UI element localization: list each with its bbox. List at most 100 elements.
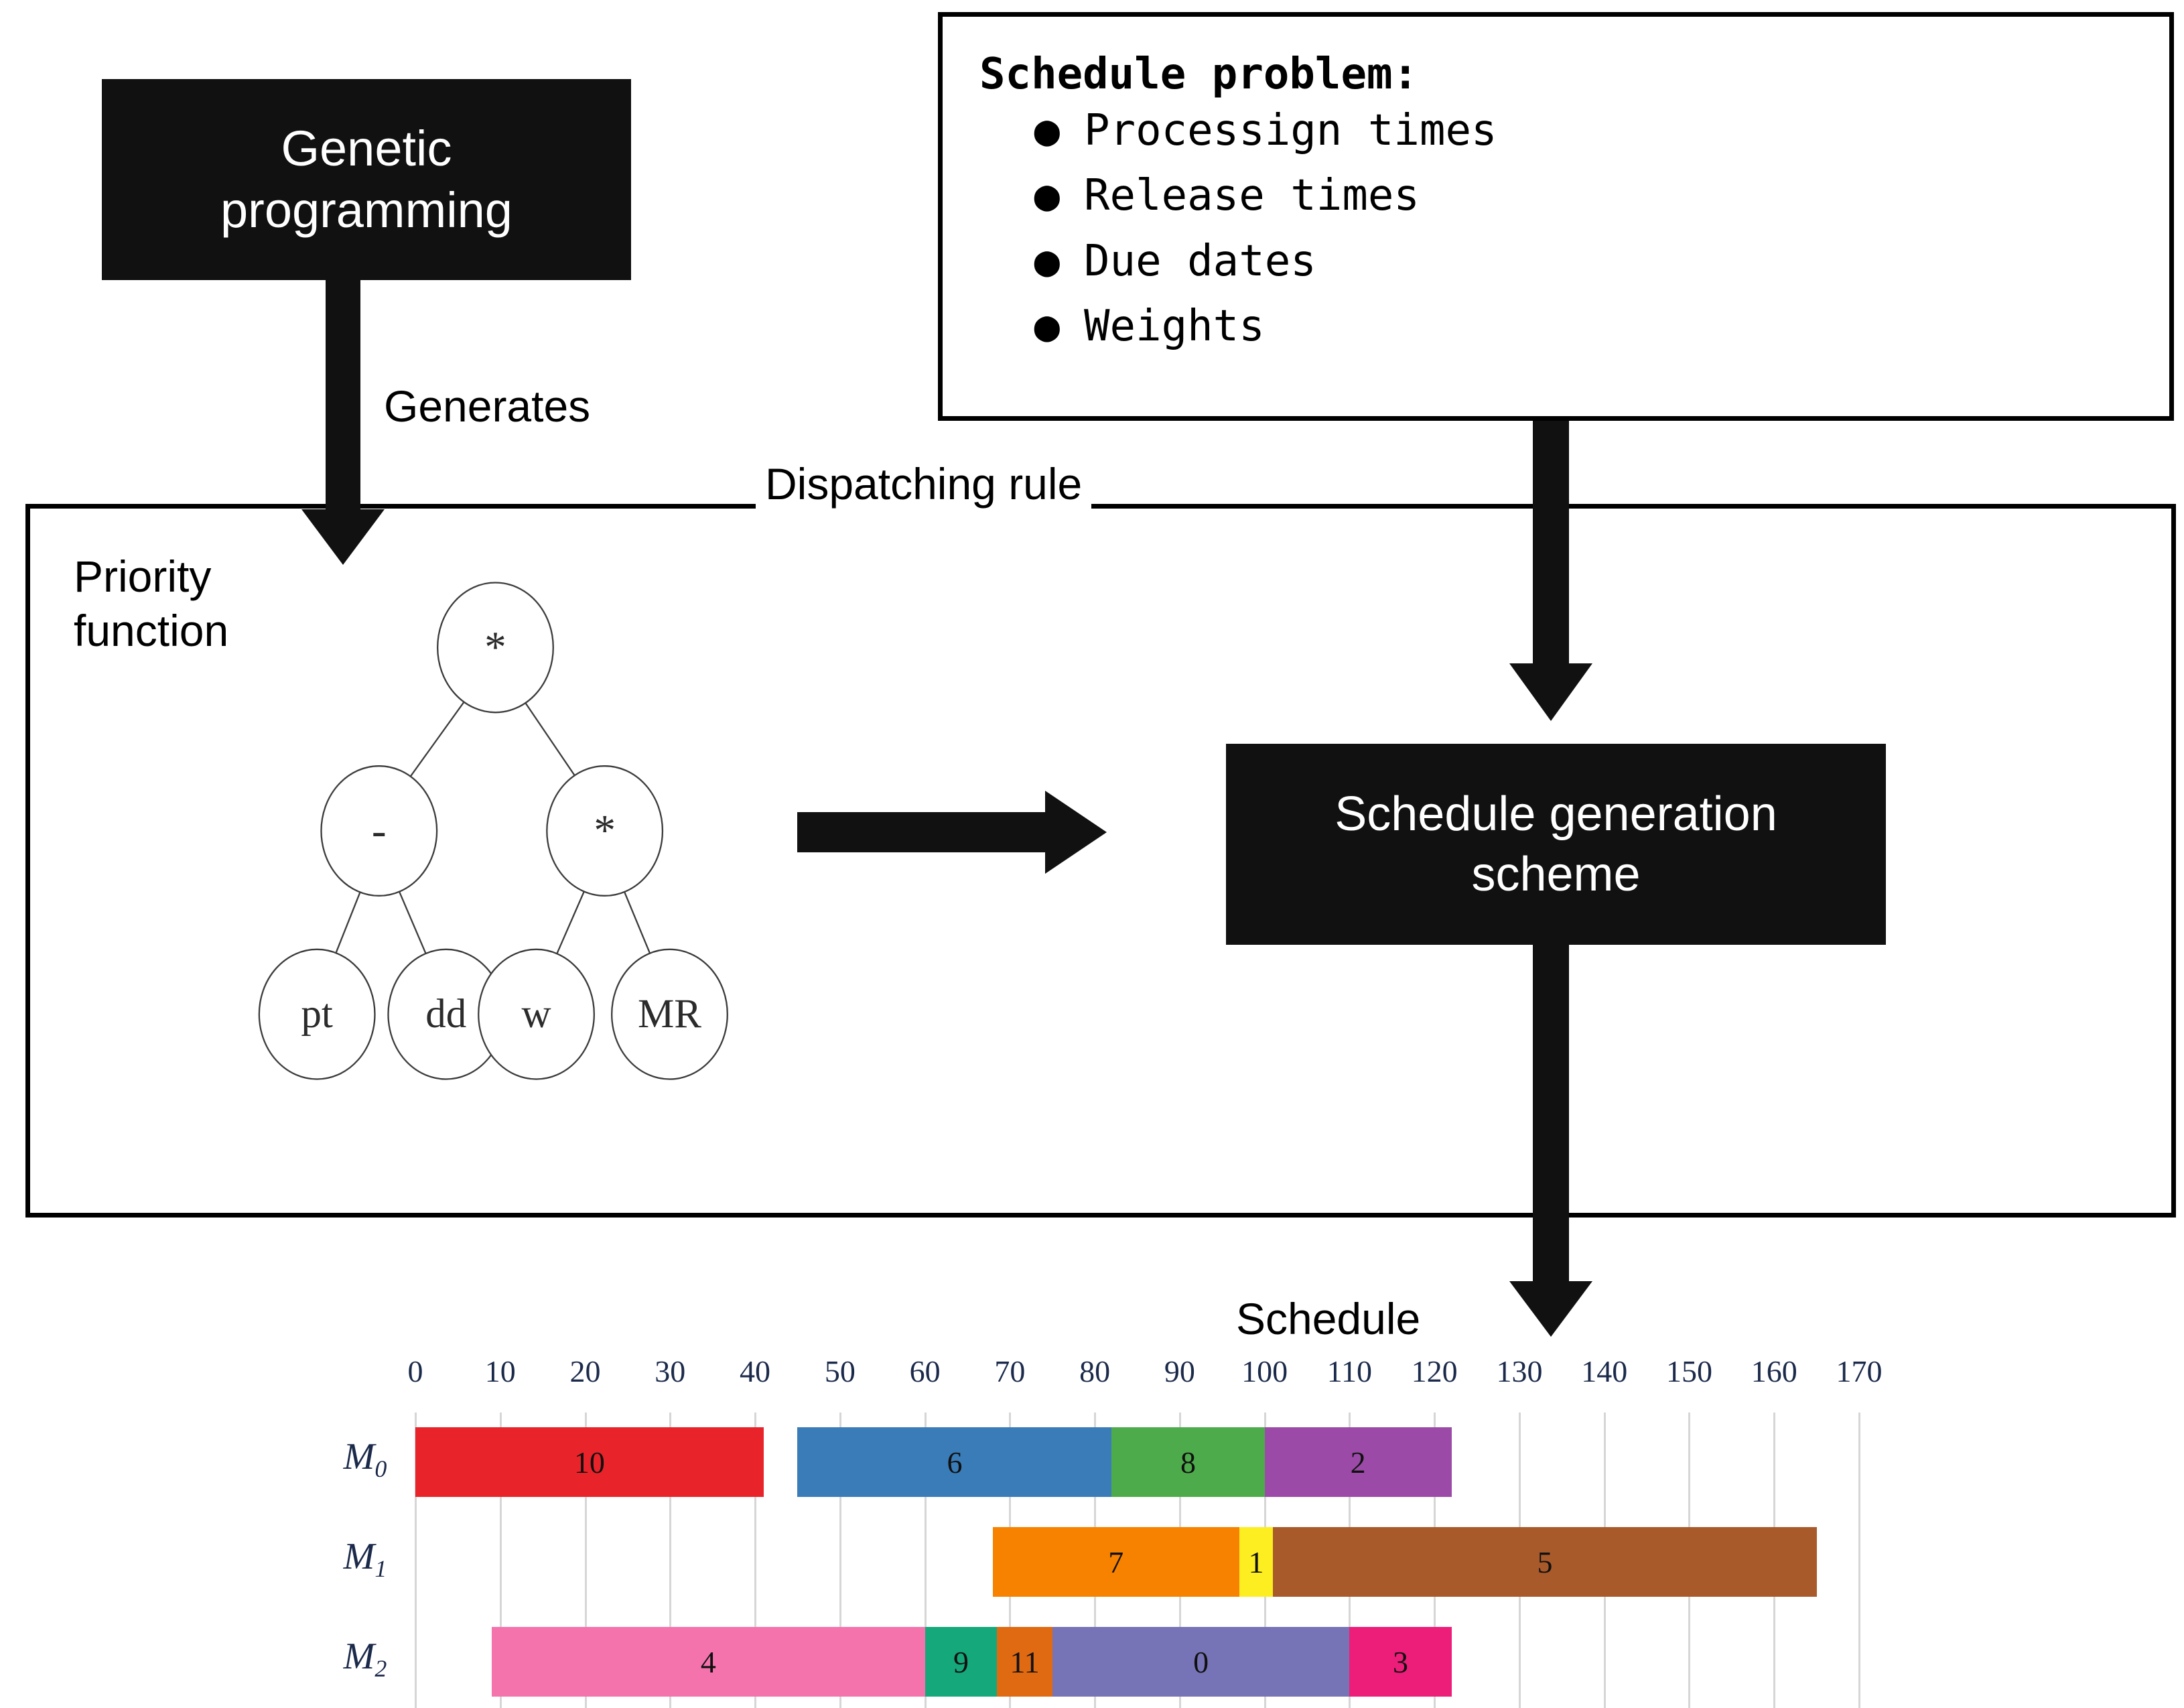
gantt-task-bar[interactable]: 0 bbox=[1052, 1627, 1350, 1697]
tree-node-label: * bbox=[484, 623, 506, 671]
tree-edge bbox=[622, 886, 653, 959]
tree-node-label: * bbox=[594, 807, 616, 855]
tree-node-MR: MR bbox=[610, 948, 728, 1080]
schedule-label: Schedule bbox=[1236, 1294, 1421, 1343]
tree-edge bbox=[396, 886, 429, 959]
gridline bbox=[839, 1413, 841, 1708]
bullet-icon: ● bbox=[1034, 301, 1060, 351]
gantt-x-axis: 0 10 20 30 40 50 60 70 80 90 100 110 120 130 140 150 160… bbox=[0, 1354, 2184, 1394]
gantt-task-bar[interactable]: 11 bbox=[997, 1627, 1052, 1697]
x-tick-label: 90 bbox=[1164, 1354, 1195, 1388]
tree-edge bbox=[554, 886, 587, 959]
dispatching-rule-label: Dispatching rule bbox=[756, 458, 1092, 509]
tree-node-root: * bbox=[436, 582, 554, 714]
tree-node-circle bbox=[610, 948, 728, 1080]
list-item: ● Due dates bbox=[979, 229, 1497, 294]
gantt-task-bar[interactable]: 5 bbox=[1273, 1527, 1817, 1597]
x-tick-label: 10 bbox=[484, 1354, 516, 1388]
tree-node-label: w bbox=[521, 992, 551, 1037]
gantt-task-bar[interactable]: 3 bbox=[1349, 1627, 1452, 1697]
bullet-icon: ● bbox=[1034, 106, 1060, 155]
tree-node-circle bbox=[436, 582, 554, 714]
gantt-task-bar[interactable]: 8 bbox=[1111, 1427, 1265, 1497]
priority-function-tree: * - * pt dd w MR bbox=[258, 582, 728, 1080]
tree-edge bbox=[522, 698, 578, 781]
schedule-problem-title: Schedule problem: bbox=[979, 50, 1419, 99]
tree-node-circle bbox=[546, 765, 664, 897]
tree-node-w: w bbox=[478, 948, 595, 1080]
x-tick-label: 70 bbox=[994, 1354, 1026, 1388]
list-item-label: Processign times bbox=[1084, 106, 1497, 155]
tree-node-label: pt bbox=[301, 992, 333, 1037]
gridline bbox=[924, 1413, 927, 1708]
gridline bbox=[584, 1413, 587, 1708]
tree-edges bbox=[333, 697, 653, 959]
gridline bbox=[499, 1413, 502, 1708]
machine-label-base: M bbox=[343, 1536, 375, 1577]
tree-node-minus: - bbox=[320, 765, 438, 897]
x-tick-label: 50 bbox=[824, 1354, 856, 1388]
generates-label: Generates bbox=[384, 381, 591, 431]
gantt-task-bar[interactable]: 4 bbox=[492, 1627, 925, 1697]
tree-node-label: MR bbox=[638, 992, 701, 1037]
gridline bbox=[415, 1413, 417, 1708]
bullet-icon: ● bbox=[1034, 171, 1060, 221]
list-item: ● Weights bbox=[979, 294, 1497, 359]
x-tick-label: 30 bbox=[655, 1354, 686, 1388]
list-item-label: Weights bbox=[1084, 301, 1265, 351]
x-tick-label: 60 bbox=[909, 1354, 941, 1388]
x-tick-label: 20 bbox=[569, 1354, 601, 1388]
tree-node-circle bbox=[320, 765, 438, 897]
tree-nodes: * - * pt dd w MR bbox=[258, 582, 728, 1080]
bullet-icon: ● bbox=[1034, 236, 1060, 286]
gantt-task-bar[interactable]: 1 bbox=[1239, 1527, 1274, 1597]
x-tick-label: 40 bbox=[740, 1354, 771, 1388]
machine-label-base: M bbox=[343, 1436, 375, 1477]
tree-node-pt: pt bbox=[258, 948, 376, 1080]
machine-label: M1 bbox=[315, 1535, 415, 1583]
x-tick-label: 150 bbox=[1665, 1354, 1712, 1388]
x-tick-label: 120 bbox=[1411, 1354, 1458, 1388]
x-tick-label: 100 bbox=[1241, 1354, 1288, 1388]
machine-label-base: M bbox=[343, 1636, 375, 1677]
list-item-label: Release times bbox=[1084, 171, 1420, 221]
schedule-problem-box: Schedule problem: ● Processign times ● R… bbox=[938, 12, 2174, 421]
gantt-task-bar[interactable]: 7 bbox=[993, 1527, 1239, 1597]
gantt-task-bar[interactable]: 9 bbox=[925, 1627, 998, 1697]
machine-label: M2 bbox=[315, 1635, 415, 1683]
machine-label-index: 1 bbox=[374, 1555, 387, 1583]
gantt-task-bar[interactable]: 10 bbox=[415, 1427, 764, 1497]
tree-node-label: dd bbox=[425, 992, 466, 1037]
x-tick-label: 140 bbox=[1581, 1354, 1628, 1388]
tree-edge bbox=[333, 886, 363, 958]
machine-label-index: 0 bbox=[374, 1455, 387, 1483]
gantt-task-bar[interactable]: 2 bbox=[1264, 1427, 1452, 1497]
list-item-label: Due dates bbox=[1084, 236, 1316, 286]
gridline bbox=[754, 1413, 757, 1708]
tree-node-mult2: * bbox=[546, 765, 664, 897]
x-tick-label: 80 bbox=[1079, 1354, 1111, 1388]
gridline bbox=[669, 1413, 672, 1708]
tree-node-label: - bbox=[372, 807, 387, 855]
gantt-task-bar[interactable]: 6 bbox=[797, 1427, 1112, 1497]
machine-label-index: 2 bbox=[374, 1655, 387, 1683]
tree-edge bbox=[407, 697, 468, 781]
tree-node-circle bbox=[258, 948, 376, 1080]
machine-label: M0 bbox=[315, 1435, 415, 1483]
x-tick-label: 160 bbox=[1751, 1354, 1797, 1388]
x-tick-label: 110 bbox=[1326, 1354, 1373, 1388]
x-tick-label: 130 bbox=[1496, 1354, 1543, 1388]
list-item: ● Release times bbox=[979, 163, 1497, 228]
x-tick-label: 0 bbox=[407, 1354, 423, 1388]
x-tick-label: 170 bbox=[1836, 1354, 1883, 1388]
tree-node-circle bbox=[478, 948, 595, 1080]
